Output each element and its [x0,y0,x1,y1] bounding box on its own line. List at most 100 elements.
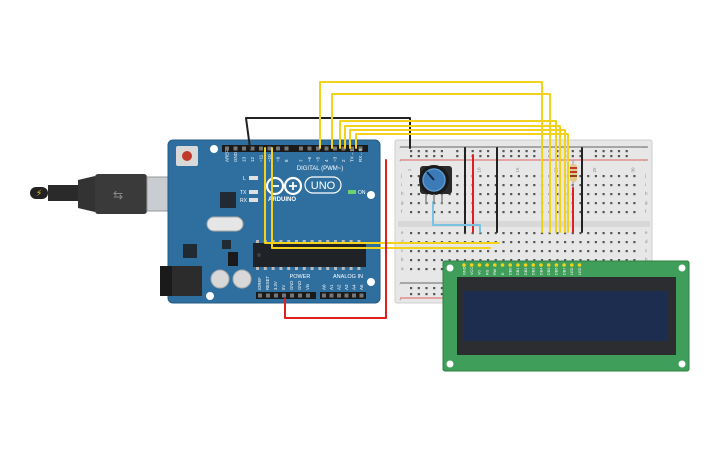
wire-yellow-d11 [331,93,551,233]
lcd-pin-label: DB6 [555,268,559,275]
lcd-pin[interactable] [477,263,482,267]
mount-hole [367,278,375,286]
analog-pin-label: A1 [329,284,334,290]
lcd-pin[interactable] [562,263,566,267]
wire-yellow-rs [264,147,500,244]
svg-text:⇆: ⇆ [113,188,123,202]
lcd-pin[interactable] [570,263,574,267]
power-pin-label: IOREF [257,277,262,290]
power-pin-label: RESET [265,276,270,290]
lcd-pin[interactable] [539,263,543,267]
digital-pin-label: 13 [242,156,247,162]
lcd-pin[interactable] [516,263,520,267]
digital-pin-label: 7 [299,159,304,162]
header-pin[interactable] [352,293,356,298]
header-pin[interactable] [266,293,270,298]
power-label: POWER [290,274,311,280]
header-pin[interactable] [225,146,229,151]
lcd-pin[interactable] [546,263,551,267]
lcd-pin[interactable] [577,263,582,267]
lcd-pin-label: RS [485,269,489,275]
arduino-logo-icon [265,176,303,196]
header-pin[interactable] [276,146,280,151]
header-pin[interactable] [329,293,334,298]
digital-header [222,145,368,152]
header-pin[interactable] [324,146,329,151]
power-pin-label: 3.3V [273,281,278,290]
row-letter: d [645,239,648,244]
header-pin[interactable] [337,293,341,298]
power-pin-label: Vin [305,283,310,290]
mount-hole [367,191,375,199]
header-pin[interactable] [282,293,286,298]
header-pin[interactable] [299,146,303,151]
led-tx [249,190,258,194]
header-pin[interactable] [322,293,326,298]
header-pin[interactable] [259,146,263,151]
digital-pin-label: ~3 [333,156,338,162]
reset-button-cap[interactable] [182,151,192,161]
header-pin[interactable] [250,146,255,151]
header-pin[interactable] [233,146,238,151]
header-pin[interactable] [344,293,349,298]
analog-pin-label: A4 [352,284,357,290]
lcd-pin[interactable] [523,263,528,267]
lcd-pin[interactable] [500,263,505,267]
power-pin-label: 5V [281,285,286,290]
row-letter: e [401,230,404,235]
header-pin[interactable] [358,146,363,151]
header-pin[interactable] [341,146,346,151]
row-letter: c [401,248,404,253]
lcd-pin-label: RW [493,268,497,275]
lcd-pin-label: DB2 [524,268,528,275]
rail-plus-label-bottom: + [399,297,402,302]
lcd-pin[interactable] [469,263,474,267]
header-pin[interactable] [242,146,246,151]
digital-pin-label: ~11 [259,154,264,162]
potentiometer[interactable] [419,165,452,204]
center-channel [398,221,650,227]
header-pin[interactable] [267,146,272,151]
header-pin[interactable] [316,146,320,151]
header-pin[interactable] [258,293,262,298]
lcd-pin[interactable] [508,263,512,267]
row-letter: f [645,209,647,214]
header-pin[interactable] [298,293,302,298]
digital-pin-label: 12 [250,156,255,162]
lcd-pin[interactable] [493,263,497,267]
row-letter: e [645,230,648,235]
digital-pin-label: AREF [225,150,230,162]
lcd-pin[interactable] [485,263,489,267]
brand-label: ARDUINO [268,197,296,203]
lcd-pin-label: DB0 [509,268,513,275]
wire-yellow-d4 [344,125,561,233]
row-letter: c [645,248,648,253]
digital-pin-label: 2 [341,159,346,162]
lcd-pin[interactable] [554,263,559,267]
digital-pin-label: RX←0 [358,148,363,162]
regulator [183,244,197,258]
header-pin[interactable] [284,146,289,151]
row-letter: g [645,200,648,205]
lcd-pin[interactable] [531,263,536,267]
header-pin[interactable] [350,146,354,151]
analog-pin-label: A3 [344,284,349,290]
rail-plus-label: + [399,158,402,163]
column-number: 25 [592,167,597,173]
digital-pin-label: TX→1 [350,149,355,162]
header-pin[interactable] [333,146,337,151]
led-label-rx: RX [240,198,248,204]
wire-yellow-d12 [319,81,543,233]
mount-hole [210,145,218,153]
header-pin[interactable] [359,293,364,298]
lcd-pin[interactable] [462,263,466,267]
header-pin[interactable] [306,293,310,298]
header-pin[interactable] [274,293,278,298]
header-pin[interactable] [290,293,294,298]
mount-hole [206,292,214,300]
header-pin[interactable] [307,146,312,151]
rail-plus-label-right: + [643,158,646,163]
potentiometer-knob-indicator [426,171,435,181]
column-number: 15 [515,167,520,173]
